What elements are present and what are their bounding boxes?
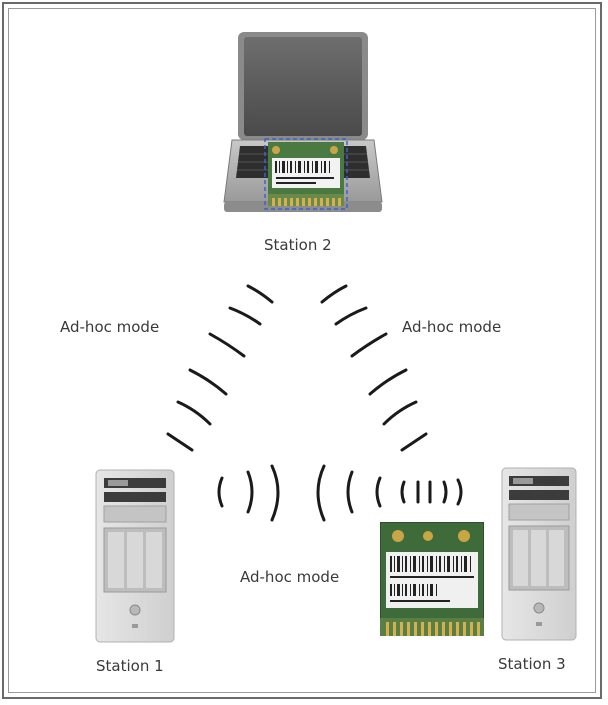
ad-hoc-left-label: Ad-hoc mode xyxy=(60,318,159,336)
wifi-card-icon xyxy=(380,522,484,636)
wifi-card-icon xyxy=(264,138,348,210)
radio-wave-icon xyxy=(160,278,280,458)
desktop-tower-icon xyxy=(500,466,578,644)
radio-wave-icon xyxy=(312,278,436,458)
desktop-tower-icon xyxy=(94,468,176,646)
ad-hoc-bottom-label: Ad-hoc mode xyxy=(240,568,339,586)
station-2-label: Station 2 xyxy=(264,236,332,254)
radio-wave-icon xyxy=(208,460,468,530)
ad-hoc-right-label: Ad-hoc mode xyxy=(402,318,501,336)
station-1-label: Station 1 xyxy=(96,657,164,675)
station-3-label: Station 3 xyxy=(498,655,566,673)
